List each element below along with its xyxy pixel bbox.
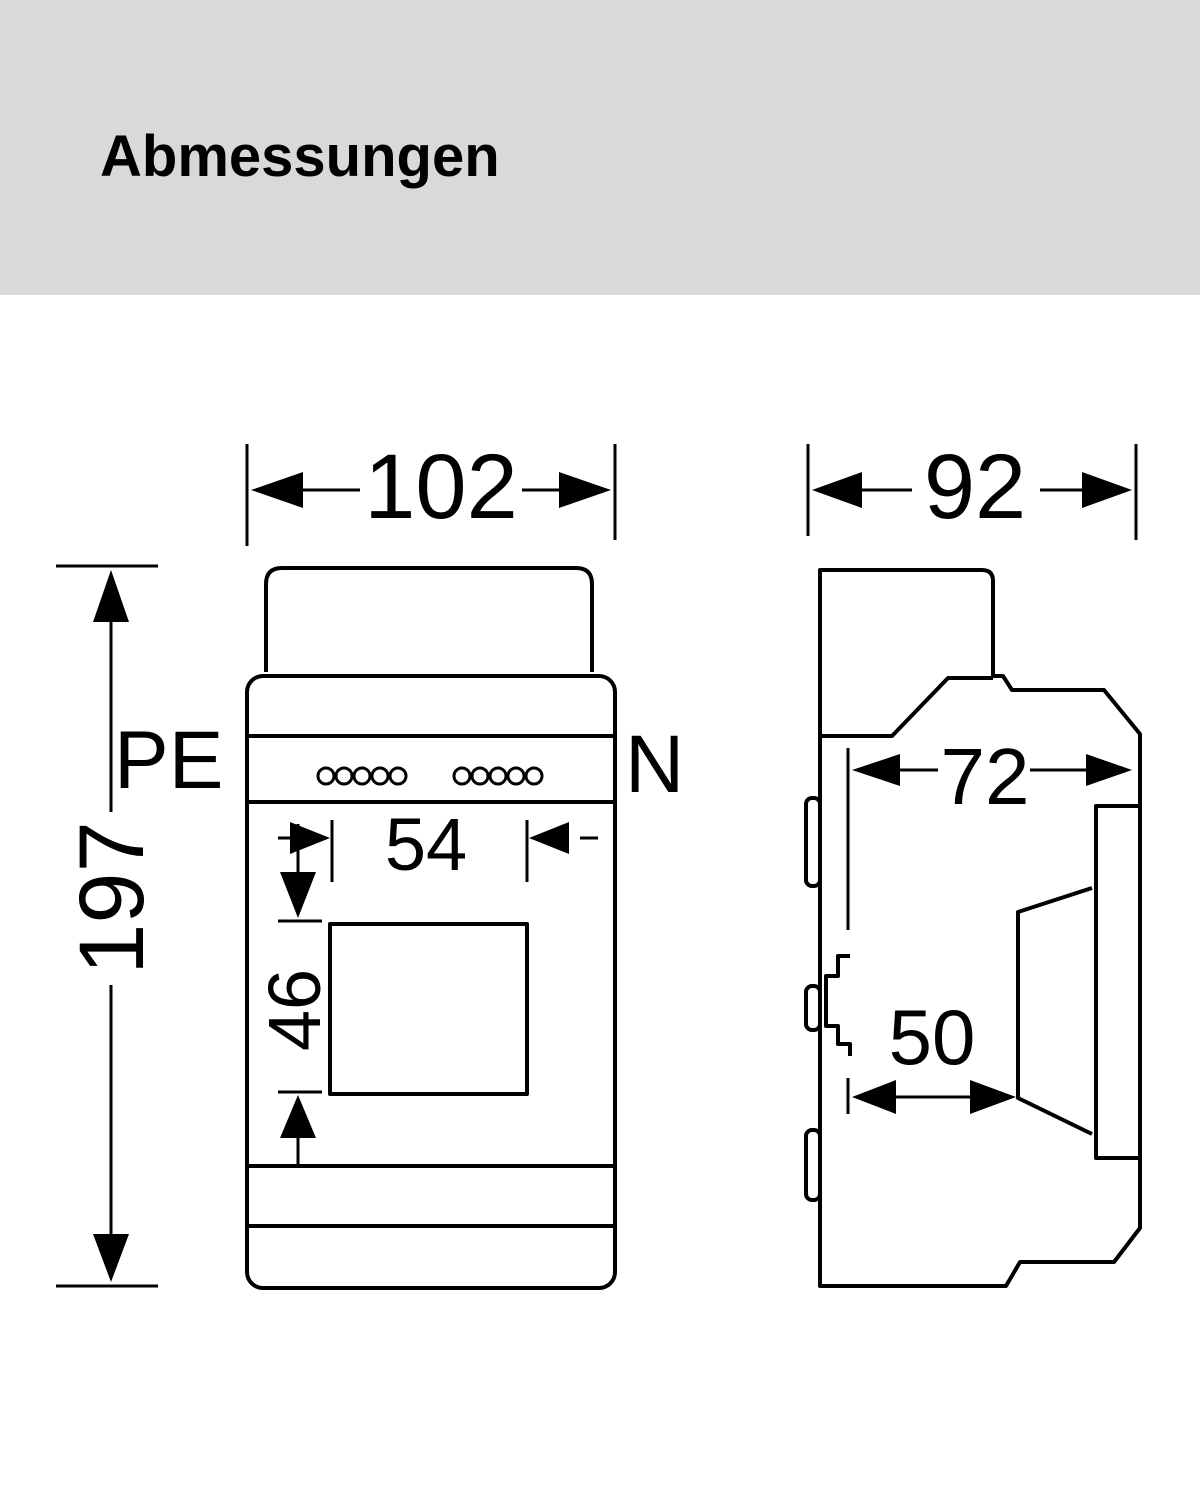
side-shoulder	[820, 676, 993, 738]
mount-tab-upper	[804, 796, 822, 888]
n-label: N	[625, 719, 684, 810]
n-terminal-block	[452, 766, 544, 786]
front-door-frame	[1094, 804, 1138, 1160]
side-profile-outline	[818, 568, 1142, 1288]
mount-tab-middle	[804, 984, 822, 1032]
inner-depth-label: 72	[941, 732, 1030, 821]
device-window	[328, 922, 529, 1096]
din-rail	[824, 954, 852, 1056]
page-title: Abmessungen	[100, 124, 500, 189]
side-depth-label: 92	[924, 436, 1026, 538]
side-view: 92 72 50	[804, 436, 1142, 1288]
window-height-label: 46	[253, 969, 336, 1051]
spacing-label: 54	[385, 803, 467, 886]
mount-tab-lower	[804, 1128, 822, 1202]
front-width-label: 102	[364, 436, 518, 538]
device-side-profile	[1016, 886, 1093, 1136]
header-bar: Abmessungen	[0, 0, 1200, 295]
front-lid-outline	[264, 566, 594, 672]
pe-label: PE	[114, 715, 223, 806]
rail-depth-label: 50	[889, 993, 976, 1081]
front-view: 102 197 PE N 54 46	[56, 436, 684, 1290]
front-body-outline	[245, 674, 617, 1290]
pe-terminal-block	[316, 766, 408, 786]
front-height-label: 197	[61, 821, 163, 975]
